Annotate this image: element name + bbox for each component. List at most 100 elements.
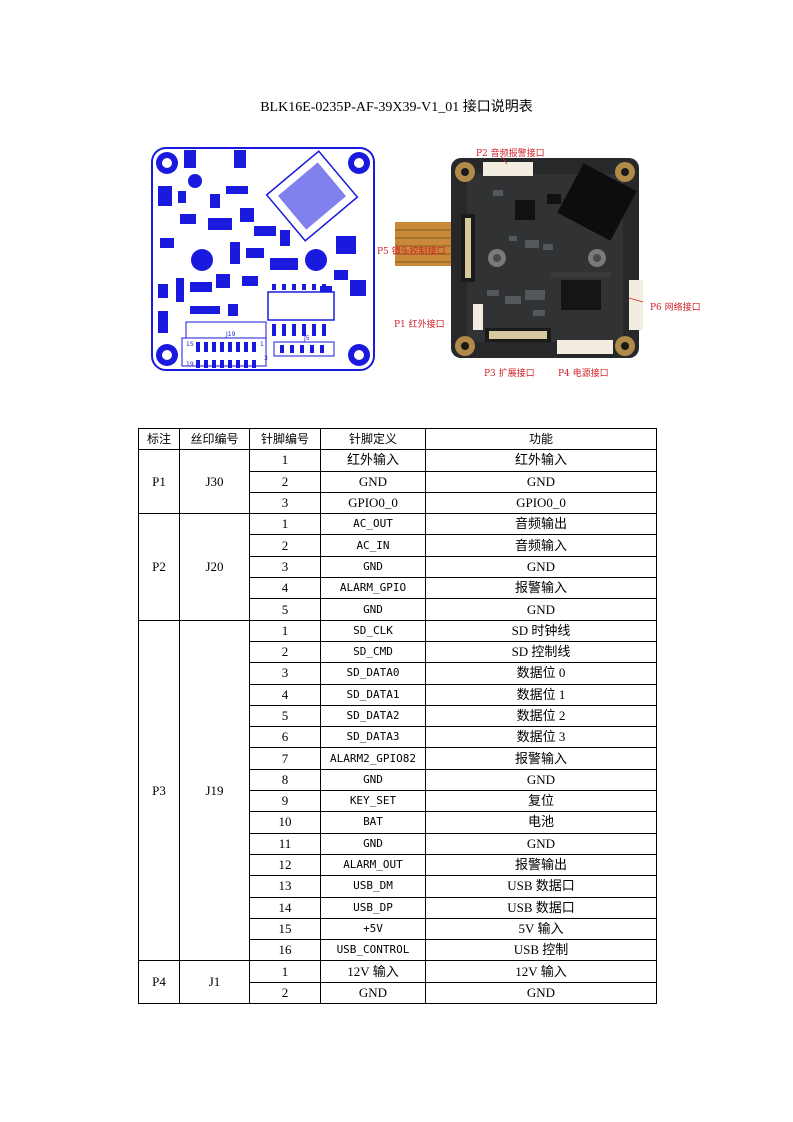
- cell-pin-number: 3: [249, 491, 321, 515]
- cell-pin-number: 9: [249, 790, 321, 813]
- cell-pin-number: 4: [249, 577, 321, 600]
- cell-function: GND: [425, 598, 657, 621]
- cell-pin-number: 16: [249, 939, 321, 962]
- cell-mark: P2: [138, 513, 180, 621]
- silk-j5: J5: [303, 335, 310, 342]
- cell-pin-definition: BAT: [320, 811, 426, 834]
- cell-mark: P1: [138, 449, 180, 515]
- cell-pin-number: 5: [249, 704, 321, 728]
- cell-pin-definition: USB_DM: [320, 875, 426, 898]
- silk-j19: J19: [225, 331, 236, 338]
- cell-pin-definition: GPIO0_0: [320, 491, 426, 515]
- cell-pin-number: 1: [249, 619, 321, 642]
- cell-pin-number: 3: [249, 555, 321, 579]
- table-header-row: 标注 丝印编号 针脚编号 针脚定义 功能: [138, 427, 657, 451]
- cell-silk-id: J30: [179, 449, 250, 515]
- cell-function: GND: [425, 555, 657, 579]
- cell-silk-id: J1: [179, 960, 250, 1005]
- cell-silk-id: J20: [179, 513, 250, 621]
- cell-mark: P4: [138, 960, 180, 1005]
- cell-pin-number: 14: [249, 896, 321, 919]
- cell-pin-number: 1: [249, 960, 321, 983]
- cell-pin-number: 5: [249, 598, 321, 621]
- cell-pin-definition: AC_OUT: [320, 513, 426, 536]
- cell-pin-definition: SD_CMD: [320, 640, 426, 664]
- cell-function: USB 控制: [425, 939, 657, 962]
- cell-pin-definition: 红外输入: [320, 449, 426, 472]
- cell-function: SD 时钟线: [425, 619, 657, 642]
- cell-pin-definition: KEY_SET: [320, 790, 426, 813]
- cell-function: 数据位 3: [425, 726, 657, 749]
- cell-pin-number: 2: [249, 534, 321, 557]
- cell-function: 音频输出: [425, 513, 657, 536]
- cell-function: 数据位 0: [425, 662, 657, 685]
- label-p5-lens-control: P5 镜头控制接口: [377, 247, 446, 257]
- cell-pin-definition: SD_DATA0: [320, 662, 426, 685]
- header-pin-definition: 针脚定义: [320, 427, 426, 451]
- cell-pin-number: 8: [249, 768, 321, 792]
- cell-pin-definition: AC_IN: [320, 534, 426, 557]
- cell-silk-id: J19: [179, 619, 250, 962]
- label-p2-audio-alarm: P2 音频报警接口: [476, 149, 545, 159]
- cell-pin-number: 2: [249, 470, 321, 493]
- header-pin-number: 针脚编号: [249, 427, 321, 451]
- cell-pin-number: 12: [249, 853, 321, 877]
- label-p3-expansion: P3 扩展接口: [484, 369, 535, 379]
- cell-pin-definition: SD_CLK: [320, 619, 426, 642]
- cell-pin-definition: GND: [320, 598, 426, 621]
- header-mark: 标注: [138, 427, 180, 451]
- cell-pin-definition: GND: [320, 470, 426, 493]
- cell-function: 复位: [425, 790, 657, 813]
- cell-pin-definition: ALARM_OUT: [320, 853, 426, 877]
- cell-pin-definition: ALARM_GPIO: [320, 577, 426, 600]
- cell-pin-number: 4: [249, 683, 321, 706]
- label-p4-power: P4 电源接口: [558, 369, 609, 379]
- cell-pin-definition: GND: [320, 832, 426, 855]
- cell-pin-definition: SD_DATA2: [320, 704, 426, 728]
- cell-pin-definition: 12V 输入: [320, 960, 426, 983]
- cell-function: USB 数据口: [425, 875, 657, 898]
- cell-function: 12V 输入: [425, 960, 657, 983]
- cell-function: 音频输入: [425, 534, 657, 557]
- cell-pin-number: 2: [249, 640, 321, 664]
- cell-function: USB 数据口: [425, 896, 657, 919]
- cell-function: 报警输入: [425, 747, 657, 770]
- cell-pin-definition: GND: [320, 555, 426, 579]
- silk-pin-1: 1: [260, 341, 264, 348]
- cell-pin-number: 1: [249, 449, 321, 472]
- pcb-layout-drawing: J19 J5 15 1 3 19: [151, 147, 375, 371]
- label-p6-network: P6 网络接口: [650, 303, 701, 313]
- cell-pin-number: 10: [249, 811, 321, 834]
- cell-pin-definition: USB_DP: [320, 896, 426, 919]
- cell-pin-definition: SD_DATA1: [320, 683, 426, 706]
- silk-pin-3: 3: [264, 355, 268, 362]
- cell-pin-definition: GND: [320, 768, 426, 792]
- silk-pin-15: 15: [186, 341, 194, 348]
- cell-function: GND: [425, 832, 657, 855]
- cell-function: GND: [425, 981, 657, 1005]
- header-silk-id: 丝印编号: [179, 427, 250, 451]
- cell-function: 报警输入: [425, 577, 657, 600]
- cell-pin-definition: GND: [320, 981, 426, 1005]
- cell-function: 报警输出: [425, 853, 657, 877]
- cell-function: 数据位 1: [425, 683, 657, 706]
